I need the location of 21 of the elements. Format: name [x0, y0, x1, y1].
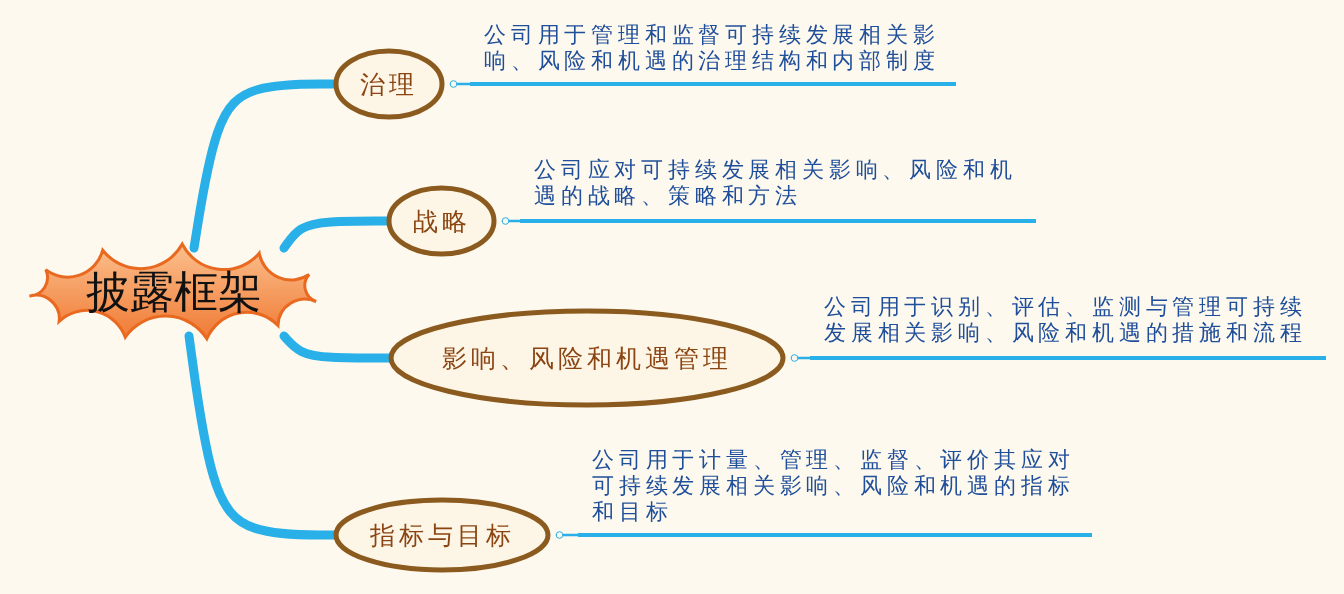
- connector-line: [449, 80, 472, 88]
- ellipse-node: [386, 185, 497, 257]
- ellipse-node: [333, 48, 445, 120]
- description-text: 公司用于管理和监督可持续发展相关影响、风险和机遇的治理结构和内部制度: [484, 22, 941, 74]
- underlined-text-node: [810, 294, 1326, 360]
- description-text: 公司用于计量、管理、监督、评价其应对可持续发展相关影响、风险和机遇的指标和目标: [592, 447, 1076, 525]
- topic-text: 治理: [360, 68, 418, 101]
- connector-line: [501, 217, 522, 225]
- description-text: 公司用于识别、评估、监测与管理可持续发展相关影响、风险和机遇的措施和流程: [824, 294, 1308, 346]
- description-text: 公司应对可持续发展相关影响、风险和机遇的战略、策略和方法: [534, 157, 1018, 209]
- topic-text: 战略: [412, 205, 471, 238]
- underlined-text-node: [520, 157, 1036, 223]
- underlined-text-node: [578, 447, 1092, 537]
- connector-line: [790, 354, 812, 362]
- underlined-text-node: [470, 22, 956, 86]
- ellipse-node: [333, 497, 551, 573]
- topic-text: 指标与目标: [369, 519, 515, 552]
- ellipse-node: [388, 308, 786, 408]
- connector-line: [555, 531, 580, 539]
- central-topic-text: 披露框架: [86, 264, 262, 319]
- topic-text: 影响、风险和机遇管理: [442, 342, 732, 375]
